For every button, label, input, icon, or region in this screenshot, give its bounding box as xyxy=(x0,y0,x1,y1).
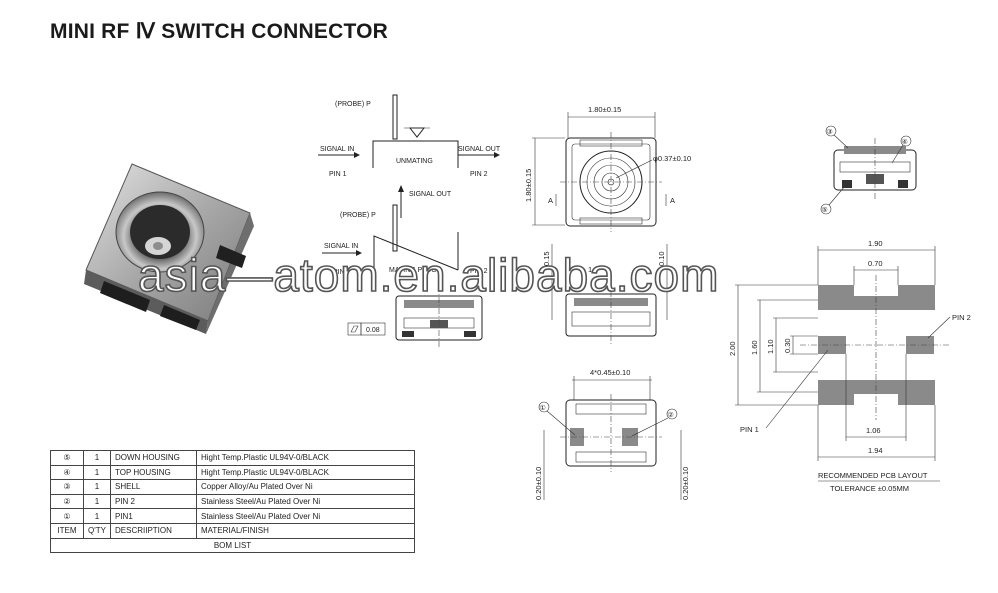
side-view: 0.15 0.10 1.0 xyxy=(542,244,668,345)
bottom-view: 4*0.45±0.10 ① ② 0.20±0.10 0.20±0.10 xyxy=(534,368,690,500)
mating-plug-label: MATING PLUG xyxy=(389,267,437,274)
dim-1-60: 1.60 xyxy=(750,340,759,355)
pin2-mid-label: PIN 2 xyxy=(470,268,488,275)
dim-1-94: 1.94 xyxy=(868,446,883,455)
probe-label-top: (PROBE) P xyxy=(335,101,371,108)
pin-mid-label: PIN xyxy=(333,269,345,276)
top-width-dim: 1.80±0.15 xyxy=(588,105,621,114)
callout-5: ⑤ xyxy=(822,206,828,214)
bom-header-qty: Q'TY xyxy=(83,522,111,539)
dim-1-10: 1.10 xyxy=(766,339,775,354)
bom-header-description: DESCRIIPTION xyxy=(110,522,197,539)
signal-out-label: SIGNAL OUT xyxy=(458,146,501,153)
signal-in-label: SIGNAL IN xyxy=(320,146,354,153)
callout-4: ④ xyxy=(902,138,908,146)
bom-material: Stainless Steel/Au Plated Over Ni xyxy=(196,493,415,510)
dim-0-70: 0.70 xyxy=(868,259,883,268)
table-row: ① 1 PIN1 Stainless Steel/Au Plated Over … xyxy=(50,508,415,524)
pcb-tolerance: TOLERANCE ±0.05MM xyxy=(830,484,909,493)
bom-item: ② xyxy=(50,493,84,510)
dim-0-30: 0.30 xyxy=(783,338,792,353)
unmating-label: UNMATING xyxy=(396,158,433,165)
bom-item: ④ xyxy=(50,464,84,481)
dim-1-90: 1.90 xyxy=(868,239,883,248)
bottom-left-dim: 0.20±0.10 xyxy=(534,467,543,500)
part-detail-view: ③ ④ ⑤ xyxy=(820,125,917,215)
side-dim-right: 0.10 xyxy=(657,251,666,266)
bom-footer-row: BOM LIST xyxy=(50,537,415,554)
section-a-left: A xyxy=(548,196,553,205)
dim-2-00: 2.00 xyxy=(728,341,737,356)
pcb-pin1-label: PIN 1 xyxy=(740,425,759,434)
product-photo xyxy=(84,163,254,334)
side-dim-left: 0.15 xyxy=(542,251,551,266)
signal-out-mid-label: SIGNAL OUT xyxy=(409,191,452,198)
bottom-callout-1: ① xyxy=(540,404,546,412)
bom-material: Stainless Steel/Au Plated Over Ni xyxy=(196,508,415,524)
bom-material: Hight Temp.Plastic UL94V-0/BLACK xyxy=(196,464,415,481)
bom-description: PIN1 xyxy=(110,508,197,524)
bom-description: PIN 2 xyxy=(110,493,197,510)
pin2-label: PIN 2 xyxy=(470,171,488,178)
bom-qty: 1 xyxy=(83,450,111,466)
bom-qty: 1 xyxy=(83,493,111,510)
bom-description: SHELL xyxy=(110,479,197,495)
bom-qty: 1 xyxy=(83,508,111,524)
bom-item: ⑤ xyxy=(50,450,84,466)
pin1-label: PIN 1 xyxy=(329,171,347,178)
page-title: MINI RF Ⅳ SWITCH CONNECTOR xyxy=(50,20,389,43)
watermark-text: asia—atom.en.alibaba.com xyxy=(137,248,720,302)
bom-header-row: ITEM Q'TY DESCRIIPTION MATERIAL/FINISH xyxy=(50,522,415,539)
bottom-right-dim: 0.20±0.10 xyxy=(681,467,690,500)
table-row: ④ 1 TOP HOUSING Hight Temp.Plastic UL94V… xyxy=(50,464,415,481)
flatness-value: 0.08 xyxy=(366,327,380,334)
bom-header-item: ITEM xyxy=(50,522,84,539)
bom-description: TOP HOUSING xyxy=(110,464,197,481)
table-row: ② 1 PIN 2 Stainless Steel/Au Plated Over… xyxy=(50,493,415,510)
probe-label-mid: (PROBE) P xyxy=(340,212,376,219)
top-height-dim: 1.80±0.15 xyxy=(524,169,533,202)
bom-item: ③ xyxy=(50,479,84,495)
dim-1-06: 1.06 xyxy=(866,426,881,435)
bom-qty: 1 xyxy=(83,479,111,495)
pcb-pin2-label: PIN 2 xyxy=(952,313,971,322)
signal-in-mid-label: SIGNAL IN xyxy=(324,243,358,250)
section-a-right: A xyxy=(670,196,675,205)
table-row: ③ 1 SHELL Copper Alloy/Au Plated Over Ni xyxy=(50,479,415,495)
bom-header-material: MATERIAL/FINISH xyxy=(196,522,415,539)
bom-description: DOWN HOUSING xyxy=(110,450,197,466)
bom-footer: BOM LIST xyxy=(50,537,415,554)
table-row: ⑤ 1 DOWN HOUSING Hight Temp.Plastic UL94… xyxy=(50,450,415,466)
side-inner-dim: 1.0 xyxy=(588,265,598,274)
bom-material: Hight Temp.Plastic UL94V-0/BLACK xyxy=(196,450,415,466)
switch-schematic: (PROBE) P SIGNAL IN SIGNAL OUT PIN 1 PIN… xyxy=(318,94,501,348)
pcb-caption: RECOMMENDED PCB LAYOUT xyxy=(818,471,928,480)
top-view: 1.80±0.15 1.80±0.15 φ0.37±0.10 A A xyxy=(524,105,691,232)
bom-table: ⑤ 1 DOWN HOUSING Hight Temp.Plastic UL94… xyxy=(50,450,415,554)
pitch-dim: 4*0.45±0.10 xyxy=(590,368,630,377)
pcb-layout: 1.90 0.70 2.00 1.60 1.10 0.30 PIN 2 PIN … xyxy=(728,239,971,493)
callout-3: ③ xyxy=(827,128,833,136)
bom-item: ① xyxy=(50,508,84,524)
bom-material: Copper Alloy/Au Plated Over Ni xyxy=(196,479,415,495)
top-hole-dim: φ0.37±0.10 xyxy=(653,154,691,163)
bottom-callout-2: ② xyxy=(668,411,674,419)
bom-qty: 1 xyxy=(83,464,111,481)
